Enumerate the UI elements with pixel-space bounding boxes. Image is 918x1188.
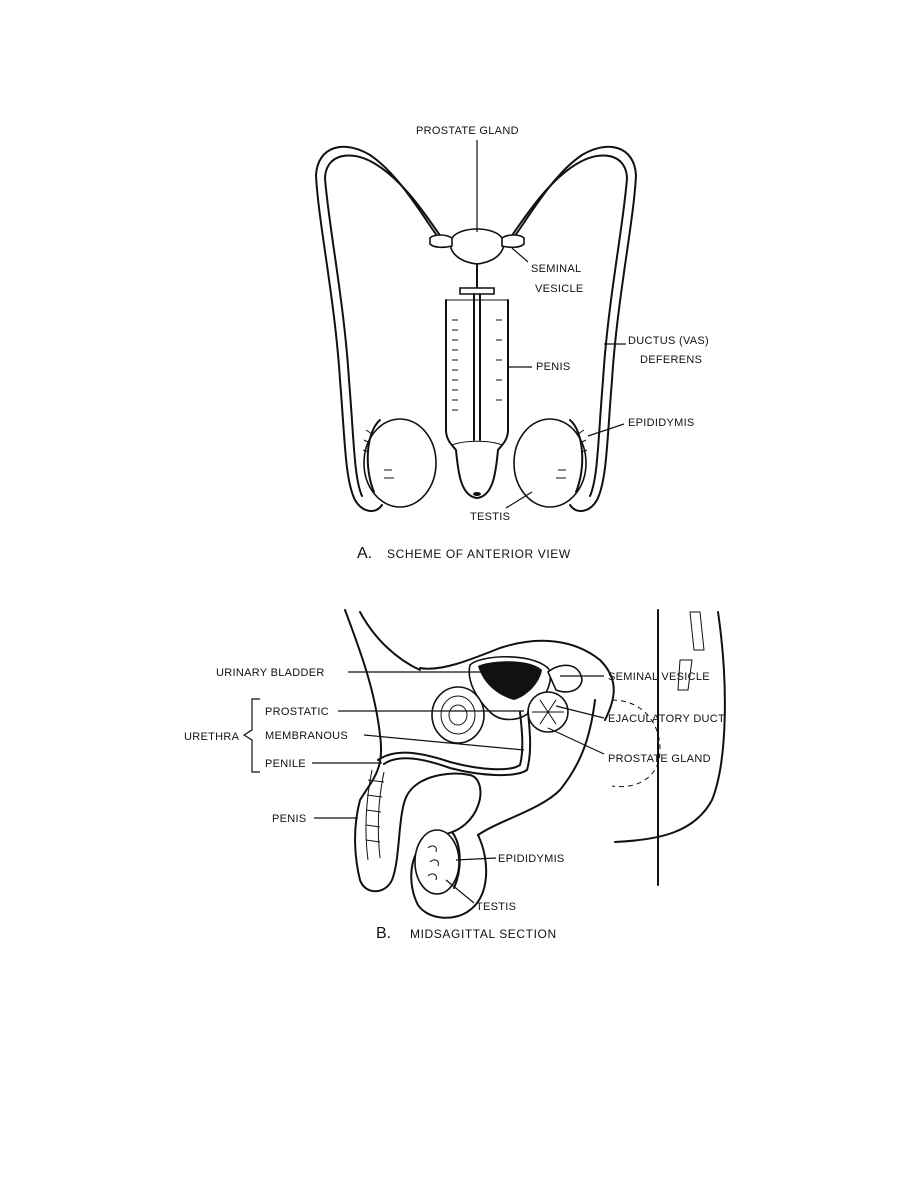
label-prostate-gland-b: PROSTATE GLAND	[608, 753, 711, 765]
label-membranous: MEMBRANOUS	[265, 730, 348, 742]
right-testis	[513, 418, 587, 508]
right-ductus-deferens	[511, 145, 637, 512]
label-seminal-vesicle-a-line2: VESICLE	[535, 283, 584, 295]
label-seminal-vesicle-b: SEMINAL VESICLE	[608, 671, 710, 683]
penis-a	[445, 299, 509, 499]
caption-a-letter: A.	[357, 545, 372, 562]
label-prostatic: PROSTATIC	[265, 706, 329, 718]
label-penile: PENILE	[265, 758, 306, 770]
pubic-bone	[431, 686, 485, 744]
label-urethra: URETHRA	[184, 731, 240, 743]
figure-a-anterior-view: PROSTATE GLAND SEMINAL VESICLE DUCTUS (V…	[315, 125, 709, 562]
label-ejaculatory-duct: EJACULATORY DUCT	[608, 713, 725, 725]
penis-hatching	[452, 319, 502, 411]
label-seminal-vesicle-a-line1: SEMINAL	[531, 263, 581, 275]
label-epididymis-a: EPIDIDYMIS	[628, 417, 695, 429]
label-epididymis-b: EPIDIDYMIS	[498, 853, 565, 865]
label-penis-b: PENIS	[272, 813, 307, 825]
label-ductus-deferens-line1: DUCTUS (VAS)	[628, 335, 709, 347]
caption-a-text: SCHEME OF ANTERIOR VIEW	[387, 547, 571, 561]
left-ductus-deferens	[315, 145, 441, 512]
prostate-gland-a	[449, 228, 505, 265]
urethra-path	[377, 711, 524, 771]
label-testis-a: TESTIS	[470, 511, 510, 523]
figure-b-midsagittal-section: URINARY BLADDER URETHRA PROSTATIC MEMBRA…	[184, 609, 726, 942]
right-seminal-vesicle	[501, 234, 525, 249]
caption-b-text: MIDSAGITTAL SECTION	[410, 927, 557, 941]
testis-b	[414, 829, 460, 895]
label-penis-a: PENIS	[536, 361, 571, 373]
caption-b-letter: B.	[376, 925, 391, 942]
label-prostate-gland-a: PROSTATE GLAND	[416, 125, 519, 137]
seminal-vesicle-b	[547, 664, 583, 693]
label-testis-b: TESTIS	[476, 901, 516, 913]
left-testis	[363, 418, 437, 508]
label-urinary-bladder: URINARY BLADDER	[216, 667, 325, 679]
label-ductus-deferens-line2: DEFERENS	[640, 354, 702, 366]
epididymis-b	[451, 831, 461, 889]
body-outline	[344, 609, 482, 893]
left-seminal-vesicle	[429, 234, 453, 249]
urethra-bracket	[242, 698, 260, 773]
